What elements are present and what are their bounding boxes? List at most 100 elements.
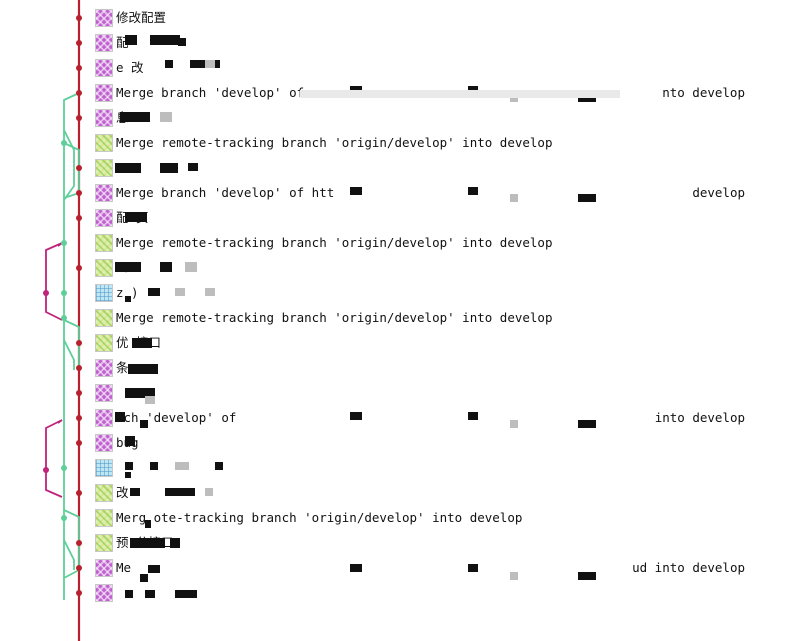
avatar-icon <box>95 383 113 402</box>
commit-dot[interactable] <box>76 265 82 271</box>
avatar-icon <box>95 433 113 452</box>
commit-dot[interactable] <box>61 465 67 471</box>
commit-dot[interactable] <box>43 467 49 473</box>
redaction-block <box>125 590 133 598</box>
commit-dot[interactable] <box>76 90 82 96</box>
redaction-block <box>148 565 160 573</box>
commit-row[interactable]: Merge branch 'develop' of nto develop <box>95 80 795 105</box>
redaction-block <box>125 296 131 302</box>
redaction-block <box>510 572 518 580</box>
redaction-block <box>175 462 189 470</box>
commit-row[interactable] <box>95 155 795 180</box>
commit-row[interactable]: Merge remote-tracking branch 'origin/dev… <box>95 305 795 330</box>
commit-message: e 改 <box>116 59 144 75</box>
commit-row[interactable]: 优 接口 <box>95 330 795 355</box>
commit-dot[interactable] <box>61 240 67 246</box>
commit-row[interactable] <box>95 380 795 405</box>
redaction-block <box>115 262 141 272</box>
commit-row[interactable]: 预 分接口 <box>95 530 795 555</box>
avatar-icon <box>95 283 113 302</box>
commit-row[interactable]: bug <box>95 430 795 455</box>
redaction-block <box>160 262 172 272</box>
redaction-block <box>150 35 180 45</box>
redaction-block <box>578 572 596 580</box>
commit-dot[interactable] <box>76 65 82 71</box>
redaction-block <box>350 412 362 420</box>
commit-row[interactable]: Merge remote-tracking branch 'origin/dev… <box>95 130 795 155</box>
redaction-block <box>510 420 518 428</box>
commit-dot[interactable] <box>76 340 82 346</box>
feature-branch-line <box>45 242 63 498</box>
redaction-block <box>215 462 223 470</box>
commit-row[interactable] <box>95 455 795 480</box>
redaction-block <box>140 574 148 582</box>
commit-message-tail: ud into develop <box>632 559 745 575</box>
commit-dot[interactable] <box>61 315 67 321</box>
redaction-block <box>300 90 620 98</box>
commit-message: Merg ote-tracking branch 'origin/develop… <box>116 509 523 525</box>
redaction-block <box>205 488 213 496</box>
redaction-block <box>125 212 147 222</box>
commit-row[interactable]: z ) <box>95 280 795 305</box>
commit-dot[interactable] <box>76 390 82 396</box>
commit-dot[interactable] <box>76 540 82 546</box>
redaction-block <box>125 462 133 470</box>
commit-row[interactable]: 条 <box>95 355 795 380</box>
commit-dot[interactable] <box>61 290 67 296</box>
commit-dot[interactable] <box>76 365 82 371</box>
redaction-block <box>178 38 186 46</box>
commit-message-tail: nto develop <box>662 84 745 100</box>
commit-dot[interactable] <box>76 415 82 421</box>
avatar-icon <box>95 8 113 27</box>
redaction-block <box>188 163 198 171</box>
commit-dot[interactable] <box>76 15 82 21</box>
commit-row[interactable]: e 改 <box>95 55 795 80</box>
redaction-block <box>125 388 155 398</box>
redaction-block <box>175 288 185 296</box>
commit-row[interactable] <box>95 580 795 605</box>
redaction-block <box>160 163 178 173</box>
commit-row[interactable]: 配 <box>95 30 795 55</box>
redaction-block <box>148 288 160 296</box>
avatar-icon <box>95 133 113 152</box>
commit-message: 修改配置 <box>116 9 167 25</box>
redaction-block <box>145 396 155 404</box>
commit-row[interactable]: Merg ote-tracking branch 'origin/develop… <box>95 505 795 530</box>
commit-row[interactable]: Merge remote-tracking branch 'origin/dev… <box>95 230 795 255</box>
avatar-icon <box>95 108 113 127</box>
commit-dot[interactable] <box>43 290 49 296</box>
commit-dot[interactable] <box>76 190 82 196</box>
commit-dot[interactable] <box>76 115 82 121</box>
redaction-block <box>205 288 215 296</box>
commit-dot[interactable] <box>76 215 82 221</box>
redaction-block <box>205 60 215 68</box>
redaction-block <box>175 590 197 598</box>
commit-dot[interactable] <box>61 140 67 146</box>
commit-dot[interactable] <box>76 490 82 496</box>
commit-dot[interactable] <box>61 515 67 521</box>
avatar-icon <box>95 83 113 102</box>
commit-dot[interactable] <box>76 565 82 571</box>
avatar-icon <box>95 483 113 502</box>
commit-message-tail: develop <box>692 184 745 200</box>
commit-dot[interactable] <box>76 590 82 596</box>
redaction-block <box>170 538 180 548</box>
commit-dot[interactable] <box>76 40 82 46</box>
avatar-icon <box>95 358 113 377</box>
commit-row[interactable]: 配 页 <box>95 205 795 230</box>
redaction-block <box>350 187 362 195</box>
commit-row[interactable]: 修改配置 <box>95 5 795 30</box>
redaction-block <box>578 194 596 202</box>
commit-dot[interactable] <box>76 165 82 171</box>
commit-message: Merge branch 'develop' of <box>116 84 305 100</box>
redaction-block <box>510 194 518 202</box>
commit-dot[interactable] <box>76 440 82 446</box>
commit-row[interactable]: 息 <box>95 105 795 130</box>
commit-row[interactable]: 改 <box>95 480 795 505</box>
avatar-icon <box>95 208 113 227</box>
avatar-icon <box>95 458 113 477</box>
commit-row[interactable]: コ <box>95 255 795 280</box>
